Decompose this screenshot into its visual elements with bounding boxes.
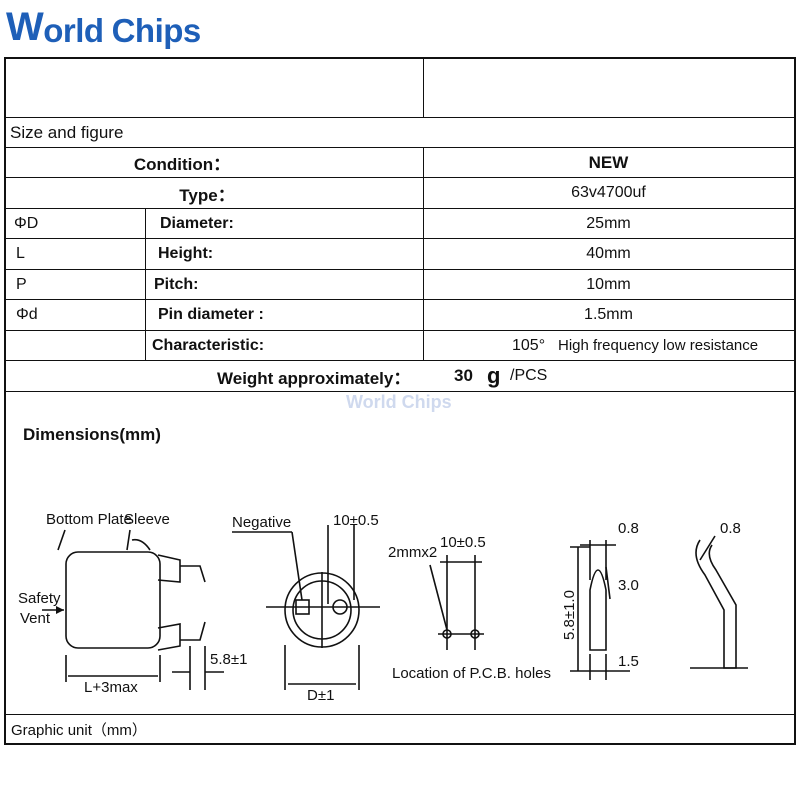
- lead-mid-label: 3.0: [618, 577, 639, 594]
- section-title: Size and figure: [10, 122, 124, 142]
- condition-row: Condition： NEW: [6, 148, 794, 178]
- spec-row-height: L Height: 40mm: [6, 239, 794, 270]
- capacitor-body: [65, 551, 161, 649]
- spec-symbol: Φd: [16, 306, 38, 323]
- lead-width-label: 0.8: [618, 520, 639, 537]
- negative-label: Negative: [232, 514, 291, 531]
- logo-text: orld: [43, 12, 104, 49]
- weight-suffix: /PCS: [510, 367, 548, 384]
- lead-detail: [589, 569, 607, 651]
- spec-value: 10mm: [586, 275, 631, 293]
- lead-total-label: 5.8±1.0: [561, 590, 578, 640]
- dimensions-title: Dimensions(mm): [23, 425, 161, 444]
- logo-letter: W: [6, 5, 44, 49]
- graphic-unit-row: Graphic unit（mm）: [6, 714, 794, 743]
- capacitor-leads: [180, 565, 206, 641]
- spec-label: Height:: [158, 245, 214, 262]
- spec-label: Pin diameter :: [158, 306, 264, 323]
- spec-symbol: L: [16, 245, 25, 262]
- characteristic-label: Characteristic:: [152, 336, 265, 354]
- bent-width-label: 0.8: [720, 520, 741, 537]
- lead-length-label: 5.8±1: [210, 651, 247, 668]
- pcb-holes-label: Location of P.C.B. holes: [392, 665, 551, 682]
- weight-row: Weight approximately： 30 g /PCS: [6, 361, 794, 392]
- spec-label: Pitch:: [154, 275, 199, 293]
- spec-label: Diameter:: [160, 214, 234, 232]
- lead-base-label: 1.5: [618, 653, 639, 670]
- vent-label: Vent: [20, 610, 51, 627]
- graphic-unit-label: Graphic unit（mm）: [11, 721, 147, 739]
- spec-row-pin-diameter: Φd Pin diameter : 1.5mm: [6, 300, 794, 331]
- spec-value: 40mm: [586, 245, 631, 262]
- type-value: 63v4700uf: [571, 184, 646, 201]
- bent-lead-detail: [695, 539, 737, 669]
- section-title-row: Size and figure: [6, 118, 794, 148]
- pitch-tolerance-label-2: 10±0.5: [440, 534, 486, 551]
- safety-label: Safety: [18, 590, 61, 607]
- holes-size-label: 2mmx2: [388, 544, 437, 561]
- spec-row-diameter: ΦD Diameter: 25mm: [6, 209, 794, 239]
- bottom-plate-label: Bottom Plate: [46, 511, 132, 528]
- length-label: L+3max: [84, 679, 138, 696]
- capacitor-sleeve: [157, 554, 181, 583]
- spec-value: 1.5mm: [584, 306, 633, 323]
- characteristic-temp: 105°: [512, 336, 546, 354]
- sleeve-label: Sleeve: [124, 511, 170, 528]
- spec-sheet: Size and figure Condition： NEW Type： 63v…: [4, 57, 796, 745]
- characteristic-row: Characteristic: 105° High frequency low …: [6, 331, 794, 361]
- logo-text-chips: Chips: [111, 12, 202, 49]
- arrow-icon: [56, 606, 64, 614]
- pitch-tolerance-label: 10±0.5: [333, 512, 379, 529]
- spec-symbol: ΦD: [14, 214, 39, 232]
- type-row: Type： 63v4700uf: [6, 178, 794, 209]
- spec-value: 25mm: [586, 214, 631, 232]
- weight-unit: g: [487, 363, 501, 388]
- weight-number: 30: [454, 366, 473, 385]
- condition-label: Condition：: [133, 155, 231, 174]
- watermark: World Chips: [346, 392, 452, 412]
- diameter-label: D±1: [307, 687, 334, 704]
- condition-value: NEW: [588, 152, 629, 172]
- weight-label: Weight approximately：: [217, 368, 411, 388]
- empty-header-row: [6, 59, 794, 118]
- spec-row-pitch: P Pitch: 10mm: [6, 270, 794, 300]
- characteristic-value: High frequency low resistance: [558, 337, 759, 354]
- type-label: Type：: [179, 185, 235, 205]
- spec-symbol: P: [16, 275, 27, 293]
